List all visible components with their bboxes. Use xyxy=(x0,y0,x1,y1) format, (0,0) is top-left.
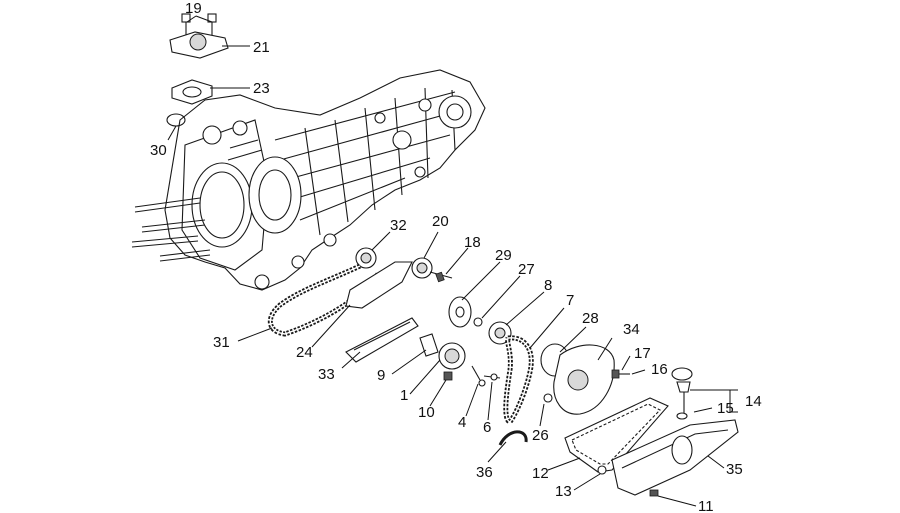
part-label-10: 10 xyxy=(418,404,435,421)
part-label-24: 24 xyxy=(296,344,313,361)
part-label-30: 30 xyxy=(150,142,167,159)
part-label-28: 28 xyxy=(582,310,599,327)
crankcase-drawing xyxy=(131,69,486,291)
part-label-1: 1 xyxy=(400,387,408,404)
oil-pump-parts xyxy=(419,333,501,387)
part-label-4: 4 xyxy=(458,414,466,431)
part-label-36: 36 xyxy=(476,464,493,481)
part-label-18: 18 xyxy=(464,234,481,251)
sump-parts xyxy=(564,367,739,497)
pump-chain xyxy=(503,335,534,425)
part-label-31: 31 xyxy=(213,334,230,351)
sprocket-parts xyxy=(411,257,512,345)
part-label-11: 11 xyxy=(698,498,714,513)
part-label-29: 29 xyxy=(495,247,512,264)
part-labels: 19 21 23 30 32 20 18 29 27 8 7 28 34 17 … xyxy=(150,0,762,513)
part-label-35: 35 xyxy=(726,461,743,478)
part-label-15: 15 xyxy=(717,400,734,417)
part-label-13: 13 xyxy=(555,483,572,500)
part-label-34: 34 xyxy=(623,321,640,338)
seal-ring-36 xyxy=(498,430,528,446)
part-label-6: 6 xyxy=(483,419,491,436)
part-label-32: 32 xyxy=(390,217,407,234)
leader-lines xyxy=(167,15,738,507)
part-label-9: 9 xyxy=(377,367,385,384)
pump-cover-parts xyxy=(540,343,630,415)
part-label-19: 19 xyxy=(185,0,202,17)
part-label-7: 7 xyxy=(566,292,574,309)
part-label-14: 14 xyxy=(745,393,762,410)
part-label-12: 12 xyxy=(532,465,549,482)
tensioner-top-parts xyxy=(166,13,229,127)
chain-guides xyxy=(345,261,419,363)
part-label-23: 23 xyxy=(253,80,270,97)
part-label-20: 20 xyxy=(432,213,449,230)
part-label-33: 33 xyxy=(318,366,335,383)
part-label-16: 16 xyxy=(651,361,668,378)
part-label-21: 21 xyxy=(253,39,270,56)
part-label-17: 17 xyxy=(634,345,651,362)
part-label-26: 26 xyxy=(532,427,549,444)
part-label-8: 8 xyxy=(544,277,552,294)
part-label-27: 27 xyxy=(518,261,535,278)
timing-chain-assembly xyxy=(268,247,381,337)
